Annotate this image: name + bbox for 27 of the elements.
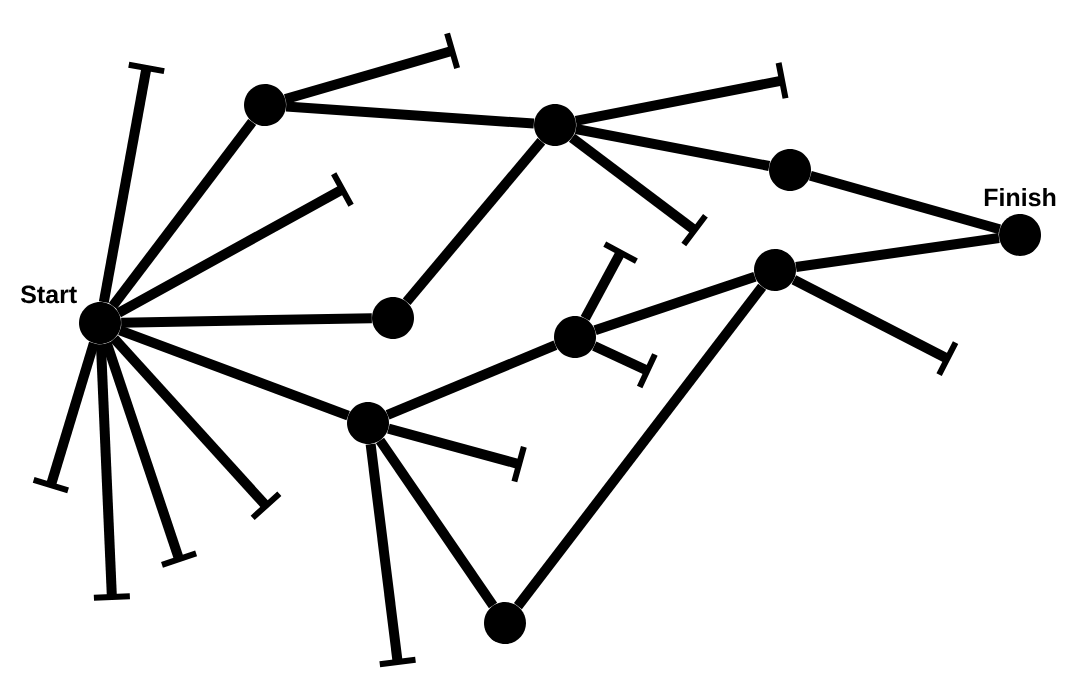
- path-line: [809, 170, 1001, 235]
- dead-end-line: [580, 241, 638, 321]
- path-line: [574, 124, 771, 171]
- node-label: Start: [20, 285, 77, 304]
- dead-end-line: [365, 443, 416, 668]
- dead-end-line: [93, 343, 130, 601]
- path-line: [121, 313, 372, 328]
- waypoint-dot: [534, 104, 576, 146]
- dead-end-line: [574, 62, 789, 126]
- path-line: [593, 272, 757, 335]
- waypoint-dot: [769, 149, 811, 191]
- waypoint-dot: [372, 297, 414, 339]
- waypoint-dot: [484, 602, 526, 644]
- waypoint-dot: [554, 316, 596, 358]
- path-line: [285, 101, 535, 129]
- path-line: [402, 138, 546, 305]
- waypoint-dot: [244, 84, 286, 126]
- waypoint-dot: [754, 249, 796, 291]
- path-line: [118, 325, 350, 421]
- path-line: [108, 118, 257, 310]
- path-line: [385, 340, 558, 420]
- node-label: Finish: [984, 187, 1056, 207]
- path-line: [795, 233, 1000, 272]
- dead-end-line: [116, 172, 354, 318]
- waypoint-dot: [347, 402, 389, 444]
- path-line: [513, 283, 767, 610]
- path-line: [375, 437, 498, 609]
